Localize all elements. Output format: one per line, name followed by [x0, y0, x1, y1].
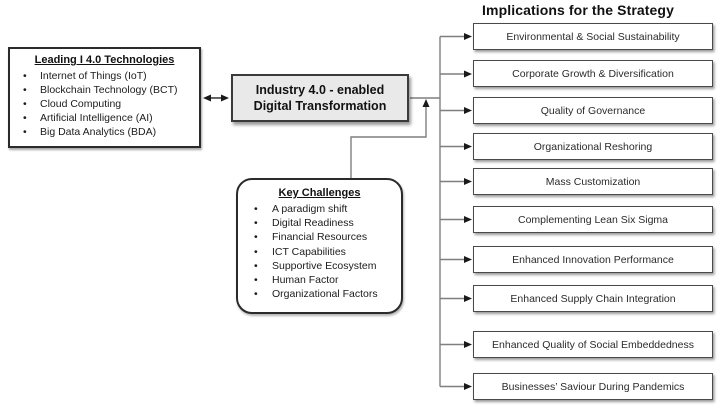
challenge-item: Human Factor [242, 273, 397, 287]
strategy-column-title: Implications for the Strategy [482, 2, 674, 18]
technologies-box: Leading I 4.0 Technologies Internet of T… [8, 47, 201, 148]
technology-item: Artificial Intelligence (AI) [14, 111, 195, 125]
technology-item: Cloud Computing [14, 97, 195, 111]
branch-arrows [440, 33, 472, 390]
strategy-box: Enhanced Supply Chain Integration [473, 285, 713, 312]
industry40-line1: Industry 4.0 - enabled [255, 83, 385, 97]
challenge-item: A paradigm shift [242, 202, 397, 216]
challenge-item: Digital Readiness [242, 216, 397, 230]
strategy-box: Organizational Reshoring [473, 133, 713, 160]
strategy-box: Enhanced Quality of Social Embeddedness [473, 331, 713, 358]
industry40-line2: Digital Transformation [253, 99, 387, 113]
technology-item: Blockchain Technology (BCT) [14, 83, 195, 97]
challenge-item: ICT Capabilities [242, 245, 397, 259]
strategy-box: Quality of Governance [473, 97, 713, 124]
technology-item: Internet of Things (IoT) [14, 69, 195, 83]
strategy-box: Mass Customization [473, 168, 713, 195]
strategy-box: Enhanced Innovation Performance [473, 246, 713, 273]
strategy-box: Businesses’ Saviour During Pandemics [473, 373, 713, 400]
strategy-box: Environmental & Social Sustainability [473, 23, 713, 50]
challenges-title: Key Challenges [278, 187, 361, 199]
technology-item: Big Data Analytics (BDA) [14, 125, 195, 139]
technologies-list: Internet of Things (IoT) Blockchain Tech… [14, 69, 195, 139]
strategy-box: Corporate Growth & Diversification [473, 60, 713, 87]
challenge-item: Organizational Factors [242, 287, 397, 301]
challenges-list: A paradigm shift Digital Readiness Finan… [242, 202, 397, 302]
challenge-item: Financial Resources [242, 230, 397, 244]
challenges-box: Key Challenges A paradigm shift Digital … [236, 178, 403, 314]
technologies-title: Leading I 4.0 Technologies [34, 54, 175, 66]
bidirectional-arrow [203, 94, 229, 102]
strategy-box: Complementing Lean Six Sigma [473, 206, 713, 233]
industry40-box: Industry 4.0 - enabled Digital Transform… [231, 74, 409, 122]
challenge-item: Supportive Ecosystem [242, 259, 397, 273]
